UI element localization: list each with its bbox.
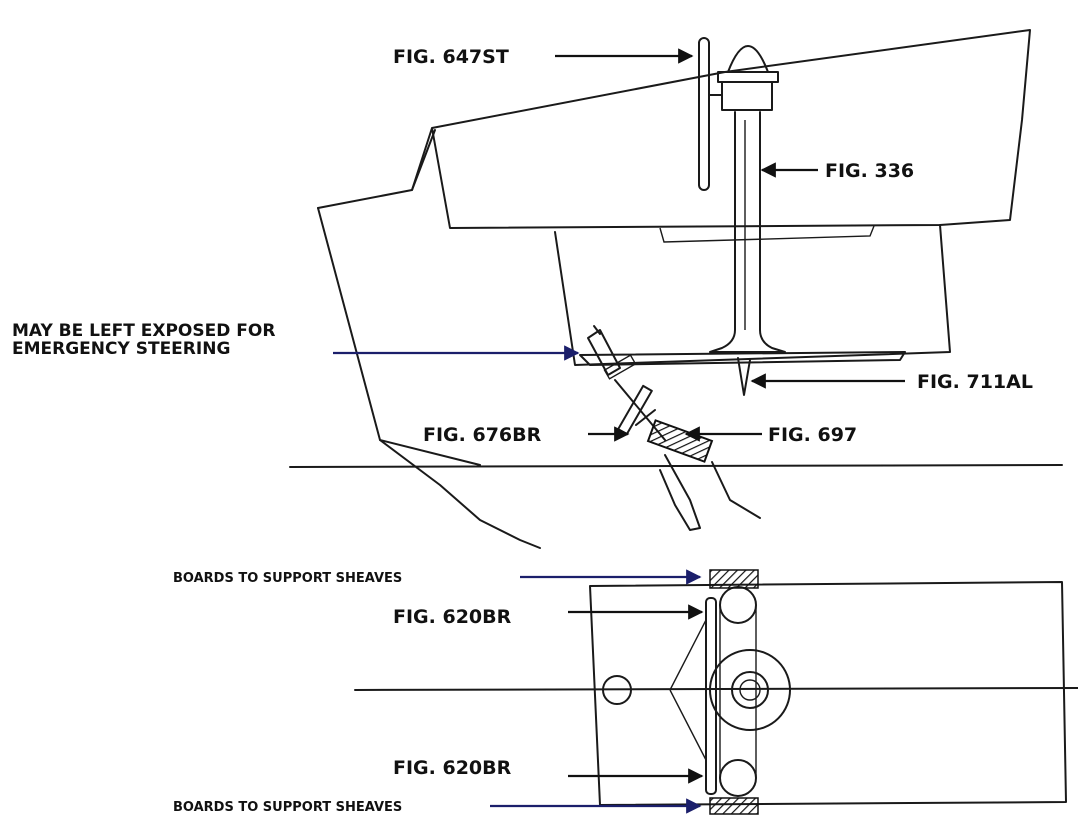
top-outline [589, 581, 1067, 806]
keel [379, 439, 541, 549]
steering-wheel-top [705, 597, 717, 795]
pedestal-top [717, 45, 779, 111]
seat-bracket [659, 225, 875, 243]
emergency-fitting [587, 325, 621, 376]
label-boards-top: BOARDS TO SUPPORT SHEAVES [173, 571, 402, 586]
fig-676br-part [617, 384, 653, 436]
support-board-bottom [709, 797, 759, 815]
fig-697-part [646, 419, 714, 463]
pedestal-column [709, 111, 786, 353]
rudder-aft [711, 461, 761, 519]
sheave-pointer [737, 357, 751, 396]
sheave-top [719, 586, 757, 624]
label-exposed-line1: MAY BE LEFT EXPOSED FOR [12, 321, 275, 341]
pedestal-base-outer [709, 649, 791, 731]
boat-side-view [289, 29, 1063, 549]
boat-top-view [354, 569, 1078, 815]
rudder-lower [659, 454, 701, 531]
support-board-top [709, 569, 759, 589]
label-fig-647st: FIG. 647ST [393, 46, 509, 68]
pedestal-base [579, 351, 906, 366]
pedestal-base-inner [731, 671, 769, 709]
cable-triangle [669, 619, 707, 761]
top-fitting [602, 675, 632, 705]
label-fig-336: FIG. 336 [825, 160, 914, 182]
label-fig-711al: FIG. 711AL [917, 371, 1033, 393]
label-exposed-line2: EMERGENCY STEERING [12, 339, 230, 359]
label-boards-bottom: BOARDS TO SUPPORT SHEAVES [173, 800, 402, 815]
callout-labels: FIG. 647ST FIG. 336 MAY BE LEFT EXPOSED … [12, 46, 1033, 815]
sheave-bottom [719, 759, 757, 797]
waterline-side [289, 464, 1063, 468]
label-fig-697: FIG. 697 [768, 424, 857, 446]
label-fig-676br: FIG. 676BR [423, 424, 542, 446]
label-fig-620br-top: FIG. 620BR [393, 606, 512, 628]
label-fig-620br-bottom: FIG. 620BR [393, 757, 512, 779]
callout-arrows [333, 48, 905, 814]
steering-wheel-side [698, 37, 710, 191]
